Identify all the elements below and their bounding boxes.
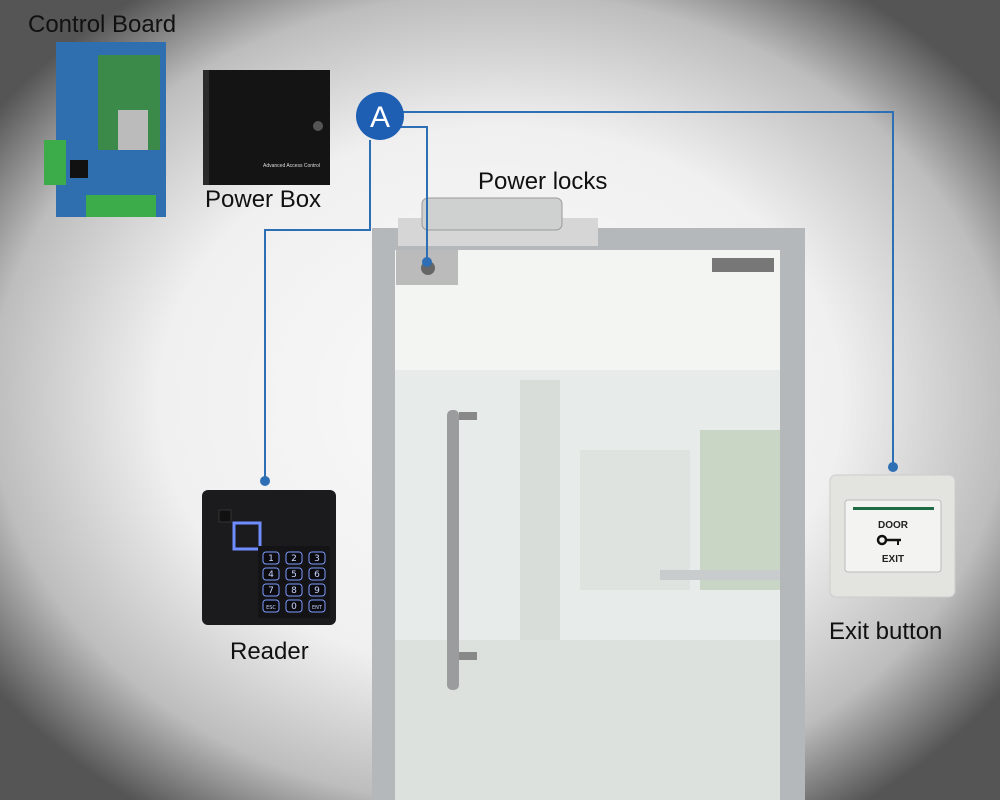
- power-lock-device: [396, 197, 598, 285]
- control-board-device: [44, 42, 166, 217]
- label-reader: Reader: [230, 638, 309, 665]
- reader-key: 6: [308, 567, 326, 581]
- door-handle: [447, 410, 477, 690]
- reader-key-label: 5: [291, 570, 297, 580]
- exit-button-device: DOOR EXIT: [829, 474, 956, 598]
- junction-a-marker: [356, 92, 404, 140]
- reader-key-label: 2: [291, 554, 297, 564]
- power-box-device: Advanced Access Control: [203, 70, 330, 185]
- key-icon: [876, 534, 901, 546]
- glass-door: [372, 228, 805, 800]
- reader-key: 2: [285, 551, 303, 565]
- reader-key: 4: [262, 567, 280, 581]
- label-power-box: Power Box: [205, 186, 322, 213]
- wiring: [264, 111, 894, 480]
- label-control-board: Control Board: [28, 11, 177, 38]
- reader-key-label: 9: [314, 586, 320, 596]
- reader-key-label: ESC: [266, 605, 276, 611]
- reader-key-label: 4: [268, 570, 274, 580]
- exit-plate-top: DOOR: [878, 520, 909, 531]
- label-exit-button: Exit button: [829, 618, 943, 645]
- reader-key-label: 7: [268, 586, 274, 596]
- reader-key: 8: [285, 583, 303, 597]
- exit-plate-bottom: EXIT: [882, 554, 904, 565]
- reader-key: 7: [262, 583, 280, 597]
- reader-key: 0: [285, 599, 303, 613]
- reader-key: ENT: [308, 599, 326, 613]
- wire-endpoint-lock: [422, 257, 432, 267]
- reader-key-label: 1: [268, 554, 274, 564]
- reader-key-label: ENT: [312, 605, 323, 611]
- reader-key-label: 0: [291, 602, 297, 612]
- junction-a-label: A: [370, 101, 390, 134]
- reader-key: 9: [308, 583, 326, 597]
- power-box-print: Advanced Access Control: [263, 163, 320, 169]
- reader-key: 3: [308, 551, 326, 565]
- wire-endpoint-exit: [888, 462, 898, 472]
- reader-key: 1: [262, 551, 280, 565]
- reader-key-label: 8: [291, 586, 297, 596]
- reader-key-label: 3: [314, 554, 320, 564]
- label-power-locks: Power locks: [478, 168, 608, 195]
- wire-endpoint-reader: [260, 476, 270, 486]
- reader-key-label: 6: [314, 570, 320, 580]
- reader-key: ESC: [262, 599, 280, 613]
- reader-key: 5: [285, 567, 303, 581]
